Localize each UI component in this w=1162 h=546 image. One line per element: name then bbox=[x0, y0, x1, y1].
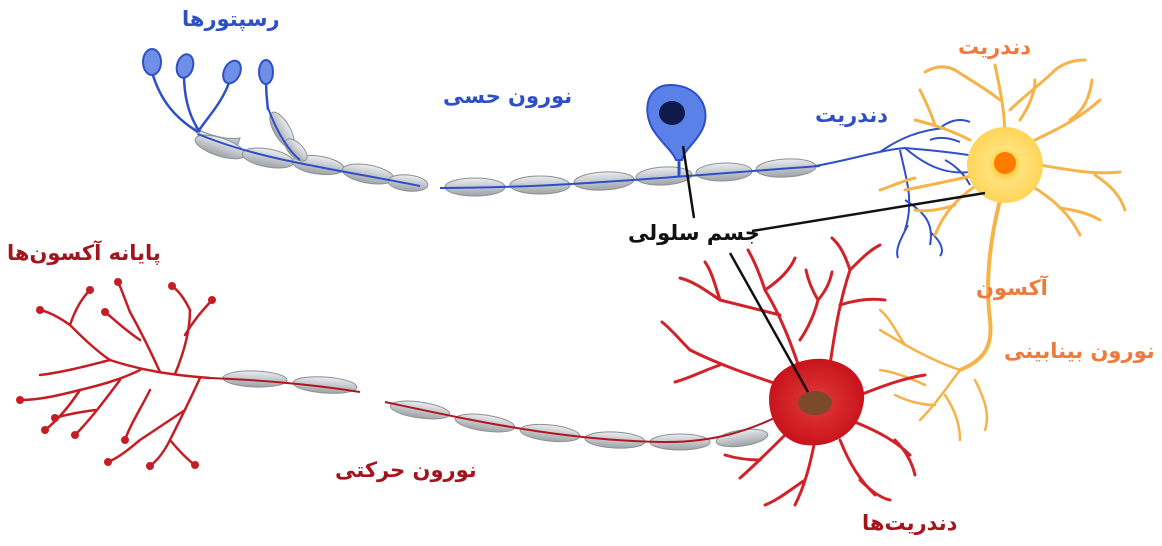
axon-terminal-knob bbox=[208, 296, 216, 304]
sensory-dendrites bbox=[815, 120, 975, 258]
axon-terminal-knob bbox=[168, 282, 176, 290]
sensory-neuron bbox=[143, 49, 975, 258]
motor-myelin-sheath bbox=[223, 370, 769, 450]
axon-label: آکسون bbox=[976, 278, 1048, 299]
interneuron-axon-terminals bbox=[880, 310, 987, 440]
interneuron-label: نورون بینابینی bbox=[1004, 341, 1155, 362]
axon-terminal-knob bbox=[41, 426, 49, 434]
sensory-myelin-sheath bbox=[192, 109, 816, 196]
axon-terminal-knob bbox=[16, 396, 24, 404]
axon-terminal-knob bbox=[51, 414, 59, 422]
cell-body-label: جسم سلولی bbox=[628, 223, 760, 244]
receptor-ending bbox=[220, 58, 245, 87]
sensory-dendrite-label: دندریت bbox=[815, 105, 888, 126]
receptors bbox=[152, 72, 268, 132]
axon-terminal-knob bbox=[191, 461, 199, 469]
sensory-nucleus bbox=[659, 101, 685, 125]
axon-terminal-knob bbox=[71, 431, 79, 439]
motor-axon-terminals bbox=[20, 282, 212, 466]
axon-terminals-label: پایانه آکسون‌ها bbox=[7, 243, 161, 264]
axon-terminal-knob bbox=[101, 308, 109, 316]
motor-neuron-label: نورون حرکتی bbox=[335, 460, 477, 481]
sensory-neuron-label: نورون حسی bbox=[443, 86, 572, 107]
axon-terminal-knob bbox=[121, 436, 129, 444]
receptors-label: رسپتورها bbox=[182, 9, 280, 30]
motor-dendrites-label: دندریت‌ها bbox=[862, 513, 957, 534]
axon-terminal-knob bbox=[146, 462, 154, 470]
receptor-ending bbox=[174, 52, 196, 79]
interneuron bbox=[880, 60, 1125, 440]
interneuron-dendrite-label: دندریت bbox=[958, 37, 1031, 58]
motor-nucleus bbox=[798, 391, 832, 415]
axon-terminal-knob bbox=[36, 306, 44, 314]
receptor-ending bbox=[259, 60, 273, 84]
axon-terminal-knob bbox=[104, 458, 112, 466]
receptor-ending bbox=[143, 49, 161, 75]
axon-terminal-knob bbox=[114, 278, 122, 286]
interneuron-nucleus bbox=[994, 152, 1016, 174]
axon-terminal-knob bbox=[86, 286, 94, 294]
